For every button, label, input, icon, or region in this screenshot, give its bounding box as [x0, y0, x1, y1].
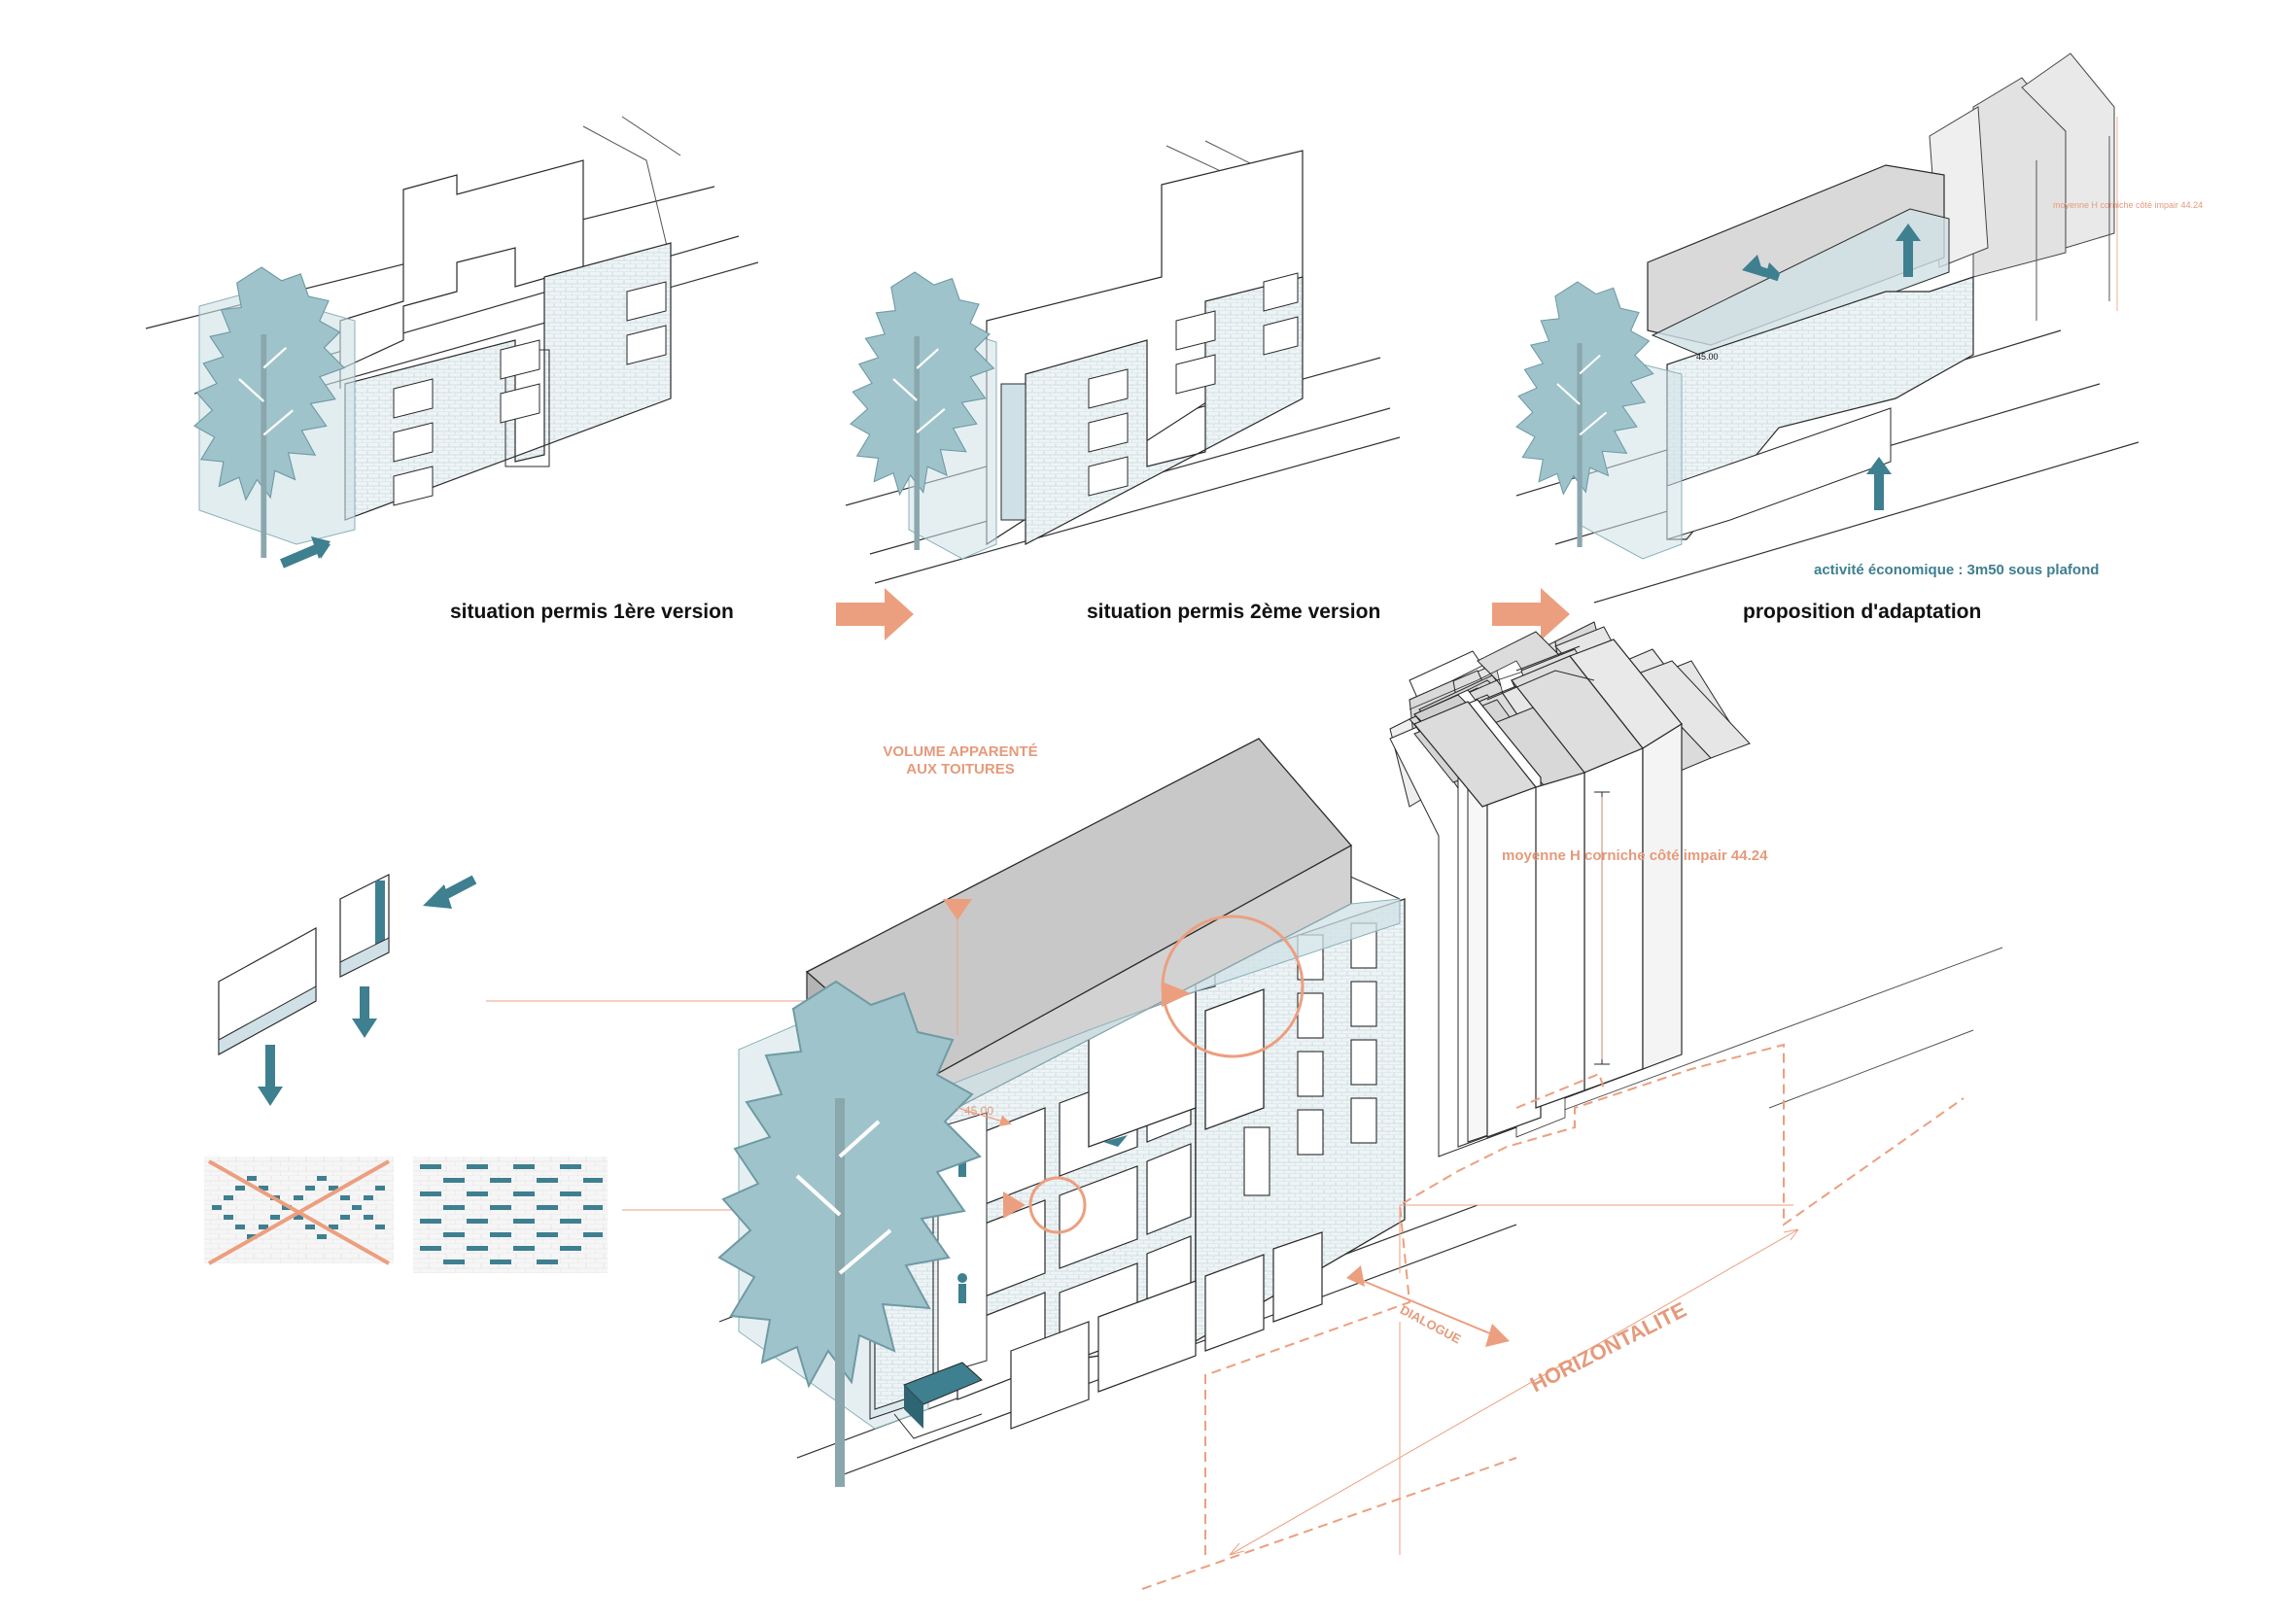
axo-v2 — [845, 140, 1401, 584]
arrow-down-icon — [352, 1019, 377, 1038]
level-small: 45.00 — [1696, 352, 1719, 362]
brick-patterns — [204, 1157, 608, 1273]
arrow-down-icon — [258, 1087, 283, 1106]
axo-v1 — [145, 116, 759, 569]
volume-note-line1: VOLUME APPARENTÉ — [883, 743, 1038, 760]
dialogue-arrow — [1346, 1265, 1510, 1347]
corniche-note-main: moyenne H corniche côté impair 44.24 — [1502, 847, 1768, 864]
caption-version-2: situation permis 2ème version — [1087, 601, 1381, 623]
focus-circle — [1028, 1176, 1087, 1234]
caption-proposal: proposition d'adaptation — [1743, 601, 1982, 623]
horizontality-guides — [1141, 1043, 1965, 1590]
arrow-right-icon — [836, 588, 914, 640]
corniche-note-small: moyenne H corniche côté impair 44.24 — [2053, 200, 2204, 210]
volume-note-line2: AUX TOITURES — [906, 761, 1015, 777]
horizontality-measure — [1229, 1204, 1799, 1556]
arrow-right-icon — [1492, 588, 1570, 640]
volume-note: VOLUME APPARENTÉ AUX TOITURES — [873, 743, 1048, 778]
facade-detail — [218, 874, 477, 1106]
axo-main — [486, 621, 2003, 1487]
flow-arrows — [836, 588, 1570, 640]
activity-note: activité économique : 3m50 sous plafond — [1814, 562, 2100, 578]
axo-v3 — [1516, 52, 2139, 604]
level-main: 45.00 — [964, 1104, 994, 1118]
caption-version-1: situation permis 1ère version — [450, 601, 734, 623]
cross-icon — [208, 1159, 390, 1265]
